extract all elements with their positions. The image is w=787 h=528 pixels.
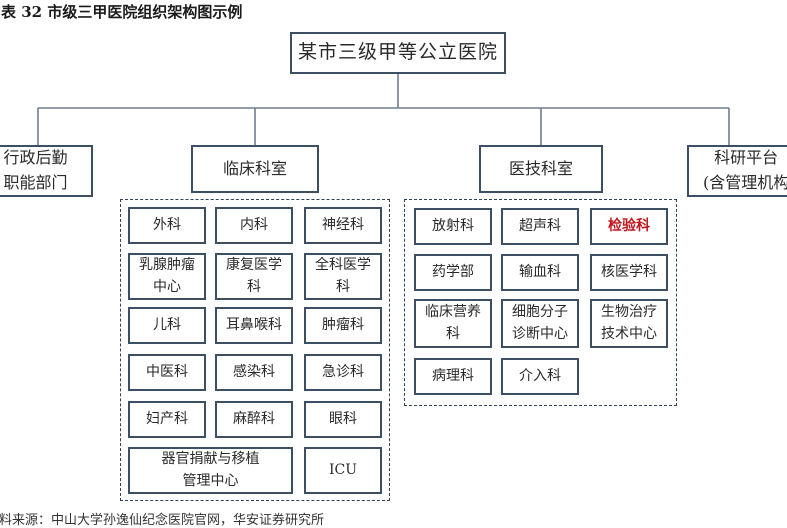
source-note: 资料来源：中山大学孙逸仙纪念医院官网，华安证券研究所: [0, 513, 325, 528]
clinical-dept-box-12: 妇产科: [128, 401, 206, 438]
clinical-department-group: [120, 199, 390, 501]
medtech-dept-box-8: 生物治疗技术中心: [590, 299, 668, 348]
clinical-dept-box-4: 康复医学科: [215, 253, 293, 300]
clinical-dept-box-0: 外科: [128, 207, 206, 244]
medtech-dept-box-2: 检验科: [590, 208, 668, 245]
branch-research-box: 科研平台(含管理机构: [687, 145, 787, 197]
branch-admin-box: 行政后勤职能部门: [0, 145, 93, 197]
medtech-department-group: [404, 199, 677, 406]
clinical-dept-box-7: 耳鼻喉科: [215, 307, 293, 344]
clinical-dept-box-3: 乳腺肿瘤中心: [128, 253, 206, 300]
clinical-dept-box-11: 急诊科: [304, 354, 382, 391]
clinical-dept-box-8: 肿瘤科: [304, 307, 382, 344]
medtech-dept-box-9: 病理科: [414, 358, 492, 395]
medtech-dept-box-6: 临床营养科: [414, 299, 492, 348]
clinical-dept-box-5: 全科医学科: [304, 253, 382, 300]
medtech-dept-box-3: 药学部: [414, 254, 492, 291]
clinical-dept-box-6: 儿科: [128, 307, 206, 344]
branch-medtech-box: 医技科室: [479, 145, 603, 193]
clinical-dept-box-10: 感染科: [215, 354, 293, 391]
medtech-dept-box-4: 输血科: [501, 254, 579, 291]
medtech-dept-box-0: 放射科: [414, 208, 492, 245]
medtech-dept-box-7: 细胞分子诊断中心: [501, 299, 579, 348]
clinical-dept-box-16: ICU: [304, 447, 382, 494]
clinical-dept-box-13: 麻醉科: [215, 401, 293, 438]
clinical-dept-box-9: 中医科: [128, 354, 206, 391]
clinical-dept-box-15: 器官捐献与移植管理中心: [128, 447, 293, 494]
medtech-dept-box-10: 介入科: [501, 358, 579, 395]
clinical-dept-box-2: 神经科: [304, 207, 382, 244]
medtech-dept-box-1: 超声科: [501, 208, 579, 245]
figure-caption: 图表 32 市级三甲医院组织架构图示例: [0, 3, 243, 21]
branch-clinical-box: 临床科室: [191, 145, 319, 193]
medtech-dept-box-5: 核医学科: [590, 254, 668, 291]
clinical-dept-box-1: 内科: [215, 207, 293, 244]
root-hospital-box: 某市三级甲等公立医院: [290, 32, 506, 74]
clinical-dept-box-14: 眼科: [304, 401, 382, 438]
